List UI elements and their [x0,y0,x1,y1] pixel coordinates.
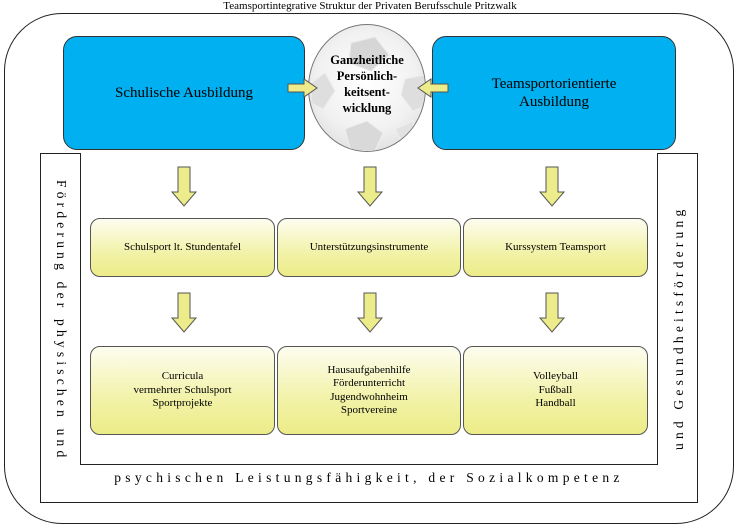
box-hausaufgabenhilfe-list: Hausaufgabenhilfe Förderunterricht Jugen… [327,364,410,418]
box-hausaufgabenhilfe: Hausaufgabenhilfe Förderunterricht Jugen… [277,346,461,435]
soccer-ball-icon [308,24,426,152]
box-teamsport-label-line-2: Ausbildung [518,94,589,110]
outer-rounded-frame [4,13,734,524]
box-curricula-list: Curricula vermehrter Schulsport Sportpro… [133,370,231,411]
box-teamsport-label: Teamsportorientierte Ausbildung [492,75,617,111]
arrow-left-icon [417,78,449,98]
box-schulische-ausbildung-label: Schulische Ausbildung [115,85,253,101]
arrow-down-icon [170,292,198,333]
box-kurssystem-label: Kurssystem Teamsport [505,240,606,253]
center-text-line-1: Ganzheitliche [330,53,404,67]
center-text-line-4: wicklung [342,101,392,115]
center-text-persoenlichkeitsentwicklung: Ganzheitliche Persönlich- keitsent- wick… [308,52,426,116]
list-item: Sportprojekte [152,397,213,410]
frame-text-bottom: psychischen Leistungsfähigkeit, der Sozi… [114,470,624,485]
box-teamsportorientierte-ausbildung: Teamsportorientierte Ausbildung [432,36,676,150]
box-kurssystem: Kurssystem Teamsport [463,218,648,277]
arrow-down-icon [538,292,566,333]
list-item: Curricula [161,370,204,383]
arrow-down-icon [538,166,566,207]
box-schulsport-label: Schulsport lt. Stundentafel [123,240,241,253]
list-item: Hausaufgabenhilfe [327,363,411,376]
box-curricula: Curricula vermehrter Schulsport Sportpro… [90,346,275,435]
list-item: Jugendwohnheim [330,390,408,403]
center-text-line-3: keitsent- [344,85,390,99]
list-item: vermehrter Schulsport [133,383,232,396]
frame-text-left: Förderung der physischen und [54,180,69,462]
box-teamsport-label-line-1: Teamsportorientierte [491,76,617,92]
arrow-down-icon [356,292,384,333]
box-unterstuetzungsinstrumente: Unterstützungsinstrumente [277,218,461,277]
list-item: Handball [535,397,576,410]
box-sportarten-list: Volleyball Fußball Handball [533,370,578,411]
diagram-title: Teamsportintegrative Struktur der Privat… [223,0,517,12]
box-unterstuetzung-label: Unterstützungsinstrumente [309,240,429,253]
box-schulische-ausbildung: Schulische Ausbildung [63,36,305,150]
box-schulsport: Schulsport lt. Stundentafel [90,218,275,277]
list-item: Förderunterricht [332,377,406,389]
list-item: Sportvereine [340,404,398,416]
list-item: Fußball [538,383,573,396]
list-item: Volleyball [532,370,578,383]
arrow-down-icon [170,166,198,207]
arrow-down-icon [356,166,384,207]
box-sportarten: Volleyball Fußball Handball [463,346,648,435]
center-text-line-2: Persönlich- [336,69,398,83]
arrow-right-icon [287,78,318,98]
